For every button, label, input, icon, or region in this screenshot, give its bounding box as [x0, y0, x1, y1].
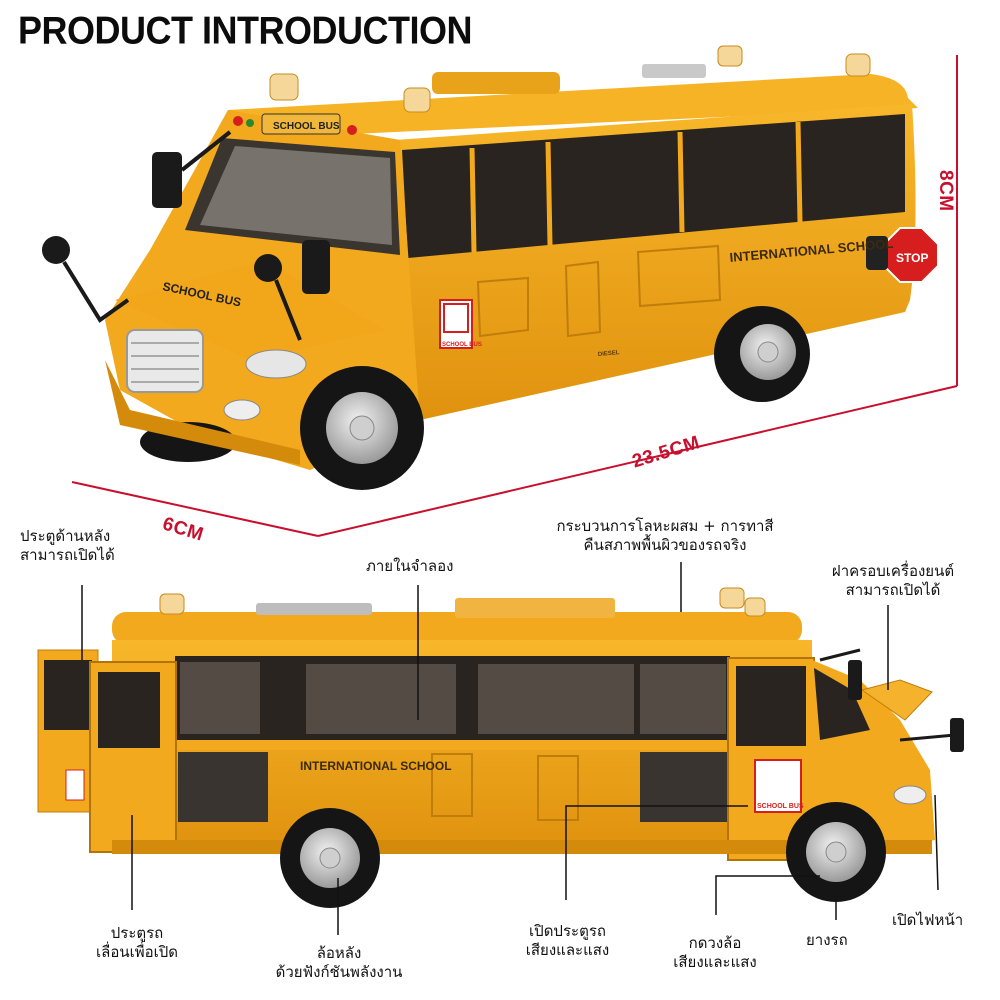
callout-sliding-door: ประตูรถ เลื่อนเพื่อเปิด: [96, 924, 178, 961]
callout-engine-hood: ฝาครอบเครื่องยนต์ สามารถเปิดได้: [831, 562, 955, 599]
callout-rear-door: ประตูด้านหลัง สามารถเปิดได้: [20, 527, 115, 564]
dimension-lines: [71, 55, 958, 537]
side-text-view2: INTERNATIONAL SCHOOL: [300, 759, 452, 773]
bottom-bus-headlight: [893, 785, 927, 805]
bus-bottom-view: [37, 587, 964, 908]
top-bus-front-wheel: [300, 366, 424, 490]
callout-interior: ภายในจำลอง: [366, 557, 454, 575]
bottom-bus-rear-wheel: [280, 808, 380, 908]
fuel-label: DIESEL: [598, 350, 620, 358]
callout-headlight: เปิดไฟหน้า: [892, 911, 964, 929]
length-dimension-line: [317, 385, 958, 537]
top-bus-headlight: [245, 349, 307, 379]
roof-vent: [432, 72, 560, 94]
bottom-bus-front-wheel: [786, 802, 886, 902]
callout-rear-wheel: ล้อหลัง ด้วยฟังก์ชันพลังงาน: [275, 944, 403, 981]
callout-tire: ยางรถ: [806, 931, 848, 949]
header-sign-text: SCHOOL BUS: [273, 121, 340, 132]
top-bus-windshield: [185, 138, 400, 255]
callout-leader-lines: [81, 562, 939, 935]
callout-wheel-press: กดวงล้อ เสียงและแสง: [673, 934, 757, 971]
badge-text: SCHOOL BUS: [442, 342, 482, 348]
top-bus-mirrors: [42, 152, 330, 294]
bottom-bus-badge: [754, 759, 802, 813]
stop-sign-text: STOP: [896, 251, 928, 265]
height-dimension-label: 8CM: [935, 170, 956, 212]
top-bus-window-band: [402, 114, 905, 258]
roof-hatch: [642, 64, 706, 78]
top-bus-grille: [126, 329, 204, 393]
page-title: PRODUCT INTRODUCTION: [18, 8, 472, 53]
callout-alloy-paint: กระบวนการโลหะผสม + การทาสี คืนสภาพพื้นผิ…: [556, 517, 774, 554]
bus-top-view: [42, 45, 939, 490]
callout-door-sound: เปิดประตูรถ เสียงและแสง: [525, 922, 610, 959]
badge-text-view2: SCHOOL BUS: [757, 803, 804, 810]
top-bus-rear-wheel: [714, 306, 810, 402]
width-dimension-line: [71, 481, 319, 537]
